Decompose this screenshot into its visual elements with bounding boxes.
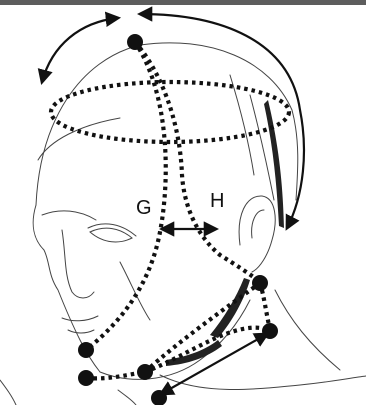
collar-line	[118, 390, 136, 405]
crown-point	[127, 34, 143, 50]
ear-bottom-point	[252, 275, 268, 291]
mouth	[62, 316, 98, 321]
left-crown-arrow	[42, 18, 118, 82]
ear-inner	[252, 210, 264, 238]
eyebrow	[42, 211, 96, 220]
chin-point	[78, 342, 94, 358]
head-sketch	[0, 43, 366, 405]
dotted-lines	[51, 42, 289, 378]
ear-outline	[239, 196, 275, 272]
neck-side-point	[262, 323, 278, 339]
shoulder-line	[0, 380, 16, 405]
label-g: G	[136, 198, 152, 218]
hair-strand-2	[230, 75, 254, 175]
nose	[62, 230, 94, 298]
chin-lower-point	[78, 370, 94, 386]
head-circumference-dotted	[51, 82, 289, 142]
neck-back	[275, 290, 340, 370]
eye	[90, 228, 132, 242]
jaw-shadow-2	[166, 340, 222, 366]
lower-lip	[68, 330, 94, 333]
cheek-line	[120, 262, 150, 320]
points	[78, 34, 278, 405]
label-h: H	[210, 191, 224, 211]
chin-to-jaw-dotted	[86, 372, 145, 378]
arrows	[42, 14, 304, 394]
jaw-point	[137, 364, 153, 380]
